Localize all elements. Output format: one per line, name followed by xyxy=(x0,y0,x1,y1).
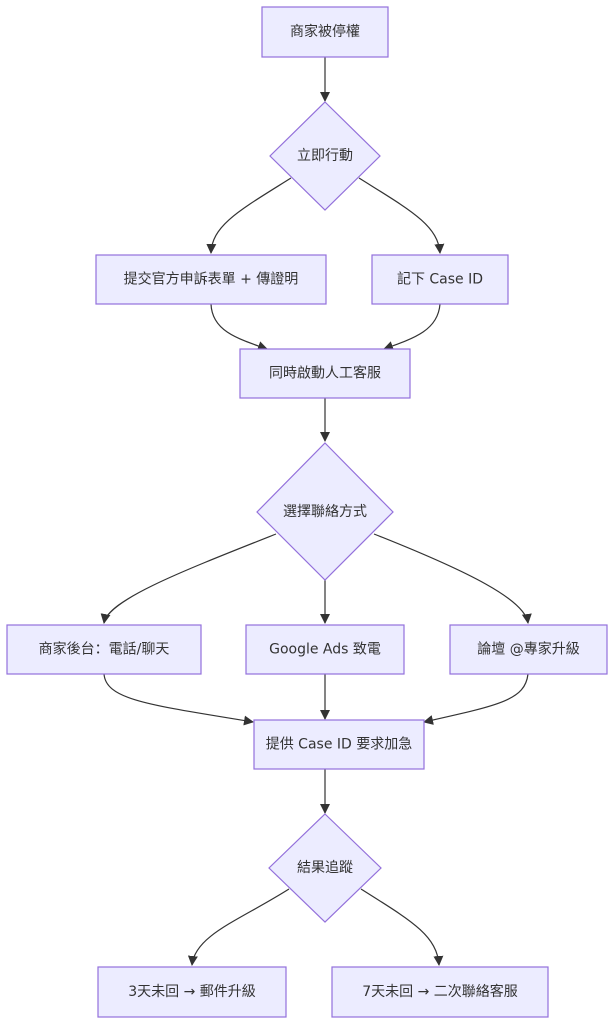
edge-appeal-to-support xyxy=(210,303,268,351)
edge-console-to-expedite xyxy=(103,673,254,726)
edge-act-to-caseid xyxy=(358,177,445,254)
edge-caseid-to-support xyxy=(383,303,441,351)
node-suspended-label: 商家被停權 xyxy=(290,23,360,40)
decision-track-label: 結果追蹤 xyxy=(297,860,353,876)
node-google-ads-label: Google Ads 致電 xyxy=(269,642,381,658)
node-google-ads: Google Ads 致電 xyxy=(245,624,405,675)
decision-choose-contact-label: 選擇聯絡方式 xyxy=(283,504,367,520)
node-suspended: 商家被停權 xyxy=(261,6,389,58)
edge-track-to-3days xyxy=(187,888,290,966)
node-three-days-label: 3天未回 → 郵件升級 xyxy=(128,984,256,1000)
node-support-label: 同時啟動人工客服 xyxy=(269,365,381,382)
decision-choose-contact: 選擇聯絡方式 xyxy=(256,442,394,581)
node-appeal-label: 提交官方申訴表單 + 傳證明 xyxy=(124,271,299,288)
edge-act-to-appeal xyxy=(206,177,292,254)
node-seven-days-label: 7天未回 → 二次聯絡客服 xyxy=(362,983,518,1000)
edge-choose-to-console xyxy=(100,533,277,624)
node-three-days: 3天未回 → 郵件升級 xyxy=(97,966,287,1018)
node-expedite: 提供 Case ID 要求加急 xyxy=(253,719,425,770)
edges xyxy=(100,57,532,966)
edge-choose-to-forum xyxy=(373,533,532,624)
node-case-id-label: 記下 Case ID xyxy=(397,271,483,288)
edge-forum-to-expedite xyxy=(423,673,529,725)
decision-act-now: 立即行動 xyxy=(269,101,381,211)
node-forum: 論壇 @專家升級 xyxy=(449,624,608,675)
node-merchant-console-label: 商家後台：電話/聊天 xyxy=(39,641,170,658)
node-case-id: 記下 Case ID xyxy=(371,254,509,305)
decision-act-now-label: 立即行動 xyxy=(297,148,353,164)
edge-track-to-7days xyxy=(360,888,444,966)
node-support: 同時啟動人工客服 xyxy=(239,348,411,399)
node-forum-label: 論壇 @專家升級 xyxy=(477,641,579,658)
decision-track: 結果追蹤 xyxy=(268,813,382,923)
node-seven-days: 7天未回 → 二次聯絡客服 xyxy=(331,966,549,1018)
node-merchant-console: 商家後台：電話/聊天 xyxy=(6,624,202,675)
node-appeal: 提交官方申訴表單 + 傳證明 xyxy=(95,254,327,305)
node-expedite-label: 提供 Case ID 要求加急 xyxy=(266,737,413,753)
